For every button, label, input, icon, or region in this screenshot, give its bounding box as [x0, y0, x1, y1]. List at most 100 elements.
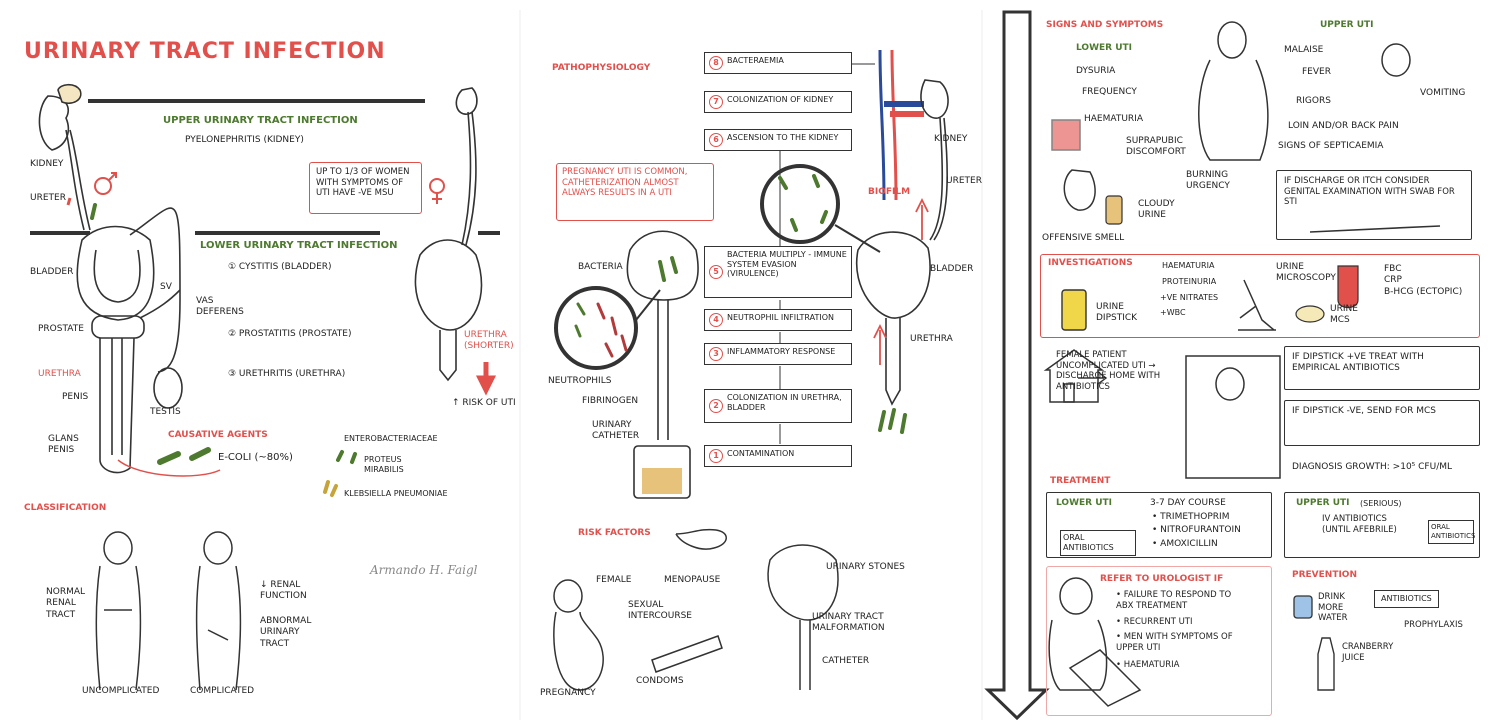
tx-trimethoprim: • TRIMETHOPRIM: [1152, 512, 1230, 522]
dipstick-negative-text: IF DIPSTICK -VE, SEND FOR MCS: [1292, 406, 1436, 416]
dipstick-nitrates: +VE NITRATES: [1160, 293, 1219, 302]
step-connectors: [779, 63, 875, 444]
risk-sexual-intercourse: SEXUAL INTERCOURSE: [628, 600, 692, 622]
label-bladder-2: BLADDER: [930, 264, 974, 274]
refer-heading: REFER TO UROLOGIST IF: [1100, 574, 1224, 584]
dipstick-negative-box: [1284, 400, 1480, 446]
home-discharge-text: FEMALE PATIENT UNCOMPLICATED UTI → DISCH…: [1056, 350, 1161, 392]
label-urethra-2: URETHRA: [910, 334, 953, 344]
page-title: URINARY TRACT INFECTION: [24, 39, 386, 64]
risk-urinary-stones: URINARY STONES: [826, 562, 905, 572]
symptom-vomiting: VOMITING: [1420, 88, 1466, 98]
tx-upper-box: [1284, 492, 1480, 558]
upper-tract-drawing: [855, 79, 949, 406]
upper-uti-label: UPPER UTI: [1320, 20, 1374, 30]
label-urine-microscopy: URINE MICROSCOPY: [1276, 262, 1336, 284]
petri-dish-icon: [1295, 305, 1325, 323]
risk-condoms: CONDOMS: [636, 676, 684, 686]
investigations-box: [1040, 254, 1480, 338]
tx-oral-antibiotics: ORAL ANTIBIOTICS: [1060, 530, 1136, 556]
label-ureter-2: URETER: [946, 176, 982, 186]
tx-iv-antibiotics: IV ANTIBIOTICS (UNTIL AFEBRILE): [1322, 514, 1397, 535]
patient-drawings: [1051, 21, 1411, 211]
catheter-drawing: [626, 230, 699, 499]
tx-upper-sub: (SERIOUS): [1360, 499, 1402, 508]
label-urine-dipstick: URINE DIPSTICK: [1096, 302, 1138, 324]
lower-uti-label: LOWER UTI: [1076, 43, 1132, 53]
upper-tract-divider: [30, 99, 500, 235]
msu-note: UP TO 1/3 OF WOMEN WITH SYMPTOMS OF UTI …: [316, 167, 410, 199]
symptom-offensive-smell: OFFENSIVE SMELL: [1042, 233, 1125, 243]
symptom-loin-pain: LOIN AND/OR BACK PAIN: [1288, 121, 1399, 131]
risk-drawings: [553, 528, 839, 691]
label-testis: TESTIS: [150, 407, 181, 417]
female-urinary-drawing: [414, 87, 483, 382]
kidney-vessels: [878, 49, 924, 201]
refer-failure: • FAILURE TO RESPOND TO ABX TREATMENT: [1116, 590, 1232, 611]
pathophysiology-heading: PATHOPHYSIOLOGY: [552, 63, 651, 73]
causative-klebsiella: KLEBSIELLA PNEUMONIAE: [344, 489, 448, 498]
risk-malformation: URINARY TRACT MALFORMATION: [812, 612, 885, 634]
label-urethra: URETHRA: [38, 369, 81, 379]
label-neutrophils: NEUTROPHILS: [548, 376, 612, 386]
artist-signature: Armando H. Faigl: [370, 563, 478, 577]
refer-recurrent: • RECURRENT UTI: [1116, 617, 1193, 627]
tx-nitrofurantoin: • NITROFURANTOIN: [1152, 525, 1241, 535]
label-ureter: URETER: [30, 193, 66, 203]
msu-note-box: [309, 162, 422, 214]
callout-box: [556, 163, 714, 221]
symptom-suprapubic: SUPRAPUBIC DISCOMFORT: [1126, 136, 1186, 158]
risk-menopause: MENOPAUSE: [664, 575, 721, 585]
doctor-drawing: [1048, 577, 1142, 707]
prevention-heading: PREVENTION: [1292, 570, 1357, 580]
dipstick-haematuria: HAEMATURIA: [1162, 261, 1215, 270]
treatment-heading: TREATMENT: [1050, 476, 1111, 486]
bed-patient-drawing: [1185, 355, 1281, 479]
symptom-frequency: FREQUENCY: [1082, 87, 1137, 97]
investigations-heading: INVESTIGATIONS: [1048, 258, 1133, 268]
label-urethra-female: URETHRA (SHORTER): [464, 330, 514, 352]
microscope-icon: [1238, 279, 1276, 331]
label-kidney-2: KIDNEY: [934, 134, 968, 144]
symptom-fever: FEVER: [1302, 67, 1331, 77]
tx-amoxicillin: • AMOXICILLIN: [1152, 539, 1218, 549]
male-symbol: [94, 172, 117, 195]
lower-uti-heading: LOWER URINARY TRACT INFECTION: [200, 240, 398, 251]
swab-icon: [1309, 225, 1441, 233]
label-prostate: PROSTATE: [38, 324, 84, 334]
dipstick-proteinuria: PROTEINURIA: [1162, 277, 1217, 286]
refer-men: • MEN WITH SYMPTOMS OF UPPER UTI: [1116, 632, 1233, 653]
label-normal-tract: NORMAL RENAL TRACT: [46, 587, 86, 620]
label-sv: SV: [160, 282, 172, 292]
tx-lower-box: [1046, 492, 1272, 558]
symptom-septicaemia: SIGNS OF SEPTICAEMIA: [1278, 141, 1384, 151]
refer-haematuria: • HAEMATURIA: [1116, 660, 1180, 670]
causative-ecoli: E-COLI (~80%): [218, 452, 293, 463]
symptom-dysuria: DYSURIA: [1076, 66, 1116, 76]
risk-catheter: CATHETER: [822, 656, 870, 666]
red-arrow: [66, 197, 72, 206]
signs-heading: SIGNS AND SYMPTOMS: [1046, 20, 1164, 30]
blood-tube-icon: [1337, 265, 1359, 309]
label-uncomplicated: UNCOMPLICATED: [82, 686, 160, 696]
label-bloods: FBC CRP β-HCG (ECTOPIC): [1384, 264, 1463, 297]
causative-heading: CAUSATIVE AGENTS: [168, 430, 268, 440]
discharge-note-box: [1276, 170, 1472, 240]
causative-proteus: PROTEUS MIRABILIS: [364, 455, 404, 474]
symptom-malaise: MALAISE: [1284, 45, 1324, 55]
prevention-prophylaxis: PROPHYLAXIS: [1404, 620, 1463, 630]
label-bacteria: BACTERIA: [578, 262, 623, 272]
label-bladder: BLADDER: [30, 267, 74, 277]
symptom-rigors: RIGORS: [1296, 96, 1331, 106]
upper-uti-item: PYELONEPHRITIS (KIDNEY): [185, 135, 304, 145]
label-abnormal-tract: ABNORMAL URINARY TRACT: [260, 616, 312, 649]
causative-enterobacteriaceae: ENTEROBACTERIACEAE: [344, 434, 438, 443]
male-kidney-drawing: [38, 83, 91, 231]
label-kidney: KIDNEY: [30, 159, 64, 169]
